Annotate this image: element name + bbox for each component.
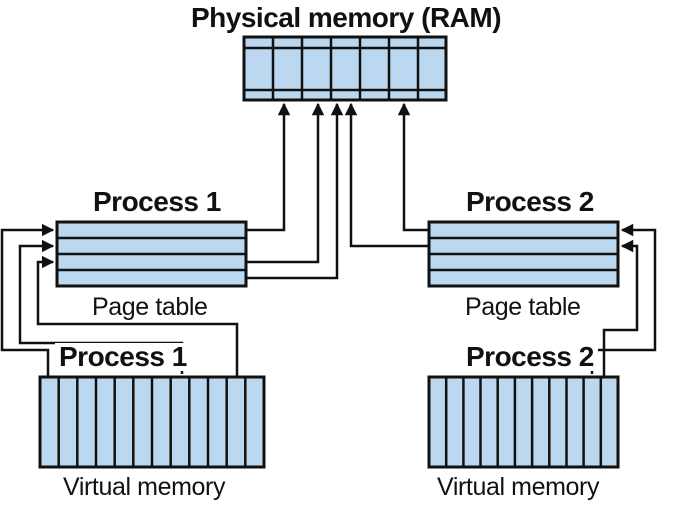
physical-memory-block	[242, 35, 448, 102]
process1-virtual-memory	[38, 375, 266, 469]
process1-page-table-label: Page table	[92, 293, 208, 321]
process1-virtual-memory-label: Virtual memory	[63, 473, 226, 501]
mapping-arrow	[246, 102, 291, 232]
process2-virtual-memory-title: Process 2	[462, 343, 598, 371]
process2-virtual-memory	[427, 375, 620, 469]
lookup-arrow	[0, 223, 55, 377]
process1-virtual-memory-title: Process 1	[55, 343, 191, 371]
page-table-to-ram-arrows	[246, 102, 429, 280]
mapping-arrow	[344, 102, 429, 248]
process1-page-table	[55, 220, 248, 288]
process2-virtual-memory-label: Virtual memory	[437, 473, 600, 501]
physical-memory-title: Physical memory (RAM)	[191, 2, 502, 33]
mapping-arrow	[246, 102, 344, 280]
process2-page-table-title: Process 2	[466, 186, 594, 217]
process2-page-table	[427, 220, 620, 288]
mapping-arrow	[397, 102, 429, 232]
process2-page-table-label: Page table	[465, 293, 581, 321]
mapping-arrow	[246, 102, 325, 264]
lookup-arrow	[602, 239, 639, 377]
process1-page-table-title: Process 1	[93, 186, 221, 217]
lookup-arrow	[36, 255, 239, 377]
